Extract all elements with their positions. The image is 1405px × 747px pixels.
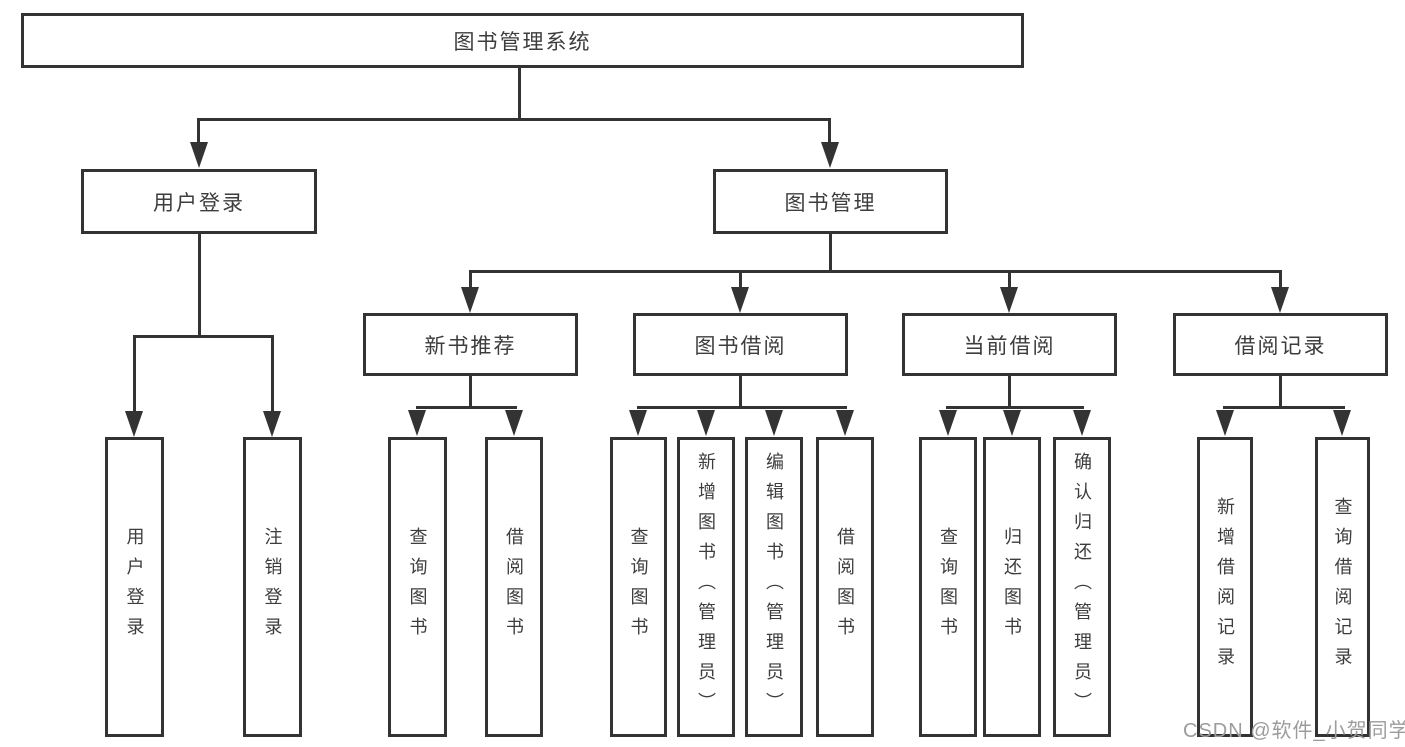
leaf-confirm-return-admin: 确认归还（管理员） <box>1053 437 1111 737</box>
csdn-watermark: CSDN @软件_小贺同学 <box>1183 720 1405 742</box>
arrow-down-icon <box>125 411 143 437</box>
connector-stem-leaf <box>133 338 136 414</box>
node-book-borrow: 图书借阅 <box>633 313 848 376</box>
leaf-add-borrow-record: 新增借阅记录 <box>1197 437 1253 737</box>
connector-borrow-records-vertical <box>1279 376 1282 409</box>
node-label: 用户登录 <box>124 527 145 647</box>
node-label: 用户登录 <box>153 191 245 215</box>
connector-stem-user-login <box>197 121 200 145</box>
node-label: 当前借阅 <box>963 334 1056 358</box>
connector-stem-borrow-records <box>1279 273 1282 289</box>
connector-stem-new-book <box>469 273 472 289</box>
leaf-query-books-borrow: 查询图书 <box>610 437 667 737</box>
connector-current-borrow-split <box>946 406 1084 409</box>
leaf-edit-books-admin: 编辑图书（管理员） <box>745 437 803 737</box>
arrow-down-icon <box>461 287 479 313</box>
arrow-down-icon <box>731 287 749 313</box>
node-label: 编辑图书（管理员） <box>764 452 784 722</box>
connector-book-borrow-split <box>637 406 847 409</box>
node-label: 查询图书 <box>628 527 649 647</box>
leaf-borrow-books-recommend: 借阅图书 <box>485 437 543 737</box>
connector-new-book-split <box>416 406 517 409</box>
connector-borrow-records-split <box>1223 406 1345 409</box>
node-label: 图书管理 <box>784 191 877 215</box>
arrow-down-icon <box>1000 287 1018 313</box>
node-label: 注销登录 <box>262 527 283 647</box>
node-label: 图书管理系统 <box>453 30 592 54</box>
connector-stem-book-borrow <box>739 273 742 289</box>
arrow-down-icon <box>1003 410 1021 436</box>
arrow-down-icon <box>408 410 426 436</box>
connector-user-login-split <box>133 335 274 338</box>
arrow-down-icon <box>1271 287 1289 313</box>
connector-book-borrow-vertical <box>739 376 742 409</box>
arrow-down-icon <box>263 411 281 437</box>
node-label: 图书借阅 <box>694 334 787 358</box>
arrow-down-icon <box>939 410 957 436</box>
node-label: 查询借阅记录 <box>1332 497 1353 677</box>
leaf-borrow-books: 借阅图书 <box>816 437 874 737</box>
connector-stem-book-management <box>828 121 831 145</box>
node-label: 新增借阅记录 <box>1215 497 1235 677</box>
arrow-down-icon <box>505 410 523 436</box>
node-root-library-management-system: 图书管理系统 <box>21 13 1024 68</box>
node-label: 新书推荐 <box>424 334 517 358</box>
connector-stem-current-borrow <box>1008 273 1011 289</box>
arrow-down-icon <box>765 410 783 436</box>
connector-root-vertical <box>518 68 521 121</box>
node-current-borrow: 当前借阅 <box>902 313 1117 376</box>
node-book-management: 图书管理 <box>713 169 948 234</box>
arrow-down-icon <box>1073 410 1091 436</box>
node-new-book-recommend: 新书推荐 <box>363 313 578 376</box>
arrow-down-icon <box>697 410 715 436</box>
connector-new-book-vertical <box>469 376 472 409</box>
connector-stem-leaf <box>271 338 274 414</box>
connector-book-management-vertical <box>829 233 832 272</box>
leaf-query-books-current: 查询图书 <box>919 437 977 737</box>
node-label: 借阅图书 <box>504 527 524 647</box>
arrow-down-icon <box>629 410 647 436</box>
node-label: 查询图书 <box>938 527 958 647</box>
node-label: 借阅记录 <box>1234 334 1327 358</box>
node-label: 借阅图书 <box>835 527 855 647</box>
arrow-down-icon <box>1216 410 1234 436</box>
connector-current-borrow-vertical <box>1008 376 1011 409</box>
leaf-return-books: 归还图书 <box>983 437 1041 737</box>
leaf-logout-login: 注销登录 <box>243 437 302 737</box>
arrow-down-icon <box>1333 410 1351 436</box>
node-label: 新增图书（管理员） <box>696 452 716 722</box>
node-label: 确认归还（管理员） <box>1072 452 1092 722</box>
node-label: 查询图书 <box>407 527 428 647</box>
node-user-login: 用户登录 <box>81 169 317 234</box>
connector-level2-horizontal <box>469 270 1282 273</box>
leaf-query-borrow-record: 查询借阅记录 <box>1315 437 1370 737</box>
leaf-user-login: 用户登录 <box>105 437 164 737</box>
connector-root-horizontal <box>197 118 831 121</box>
arrow-down-icon <box>821 142 839 168</box>
arrow-down-icon <box>836 410 854 436</box>
node-borrow-records: 借阅记录 <box>1173 313 1388 376</box>
connector-user-login-vertical <box>198 233 201 338</box>
arrow-down-icon <box>190 142 208 168</box>
leaf-add-books-admin: 新增图书（管理员） <box>677 437 735 737</box>
node-label: 归还图书 <box>1002 527 1022 647</box>
leaf-query-books-recommend: 查询图书 <box>388 437 447 737</box>
